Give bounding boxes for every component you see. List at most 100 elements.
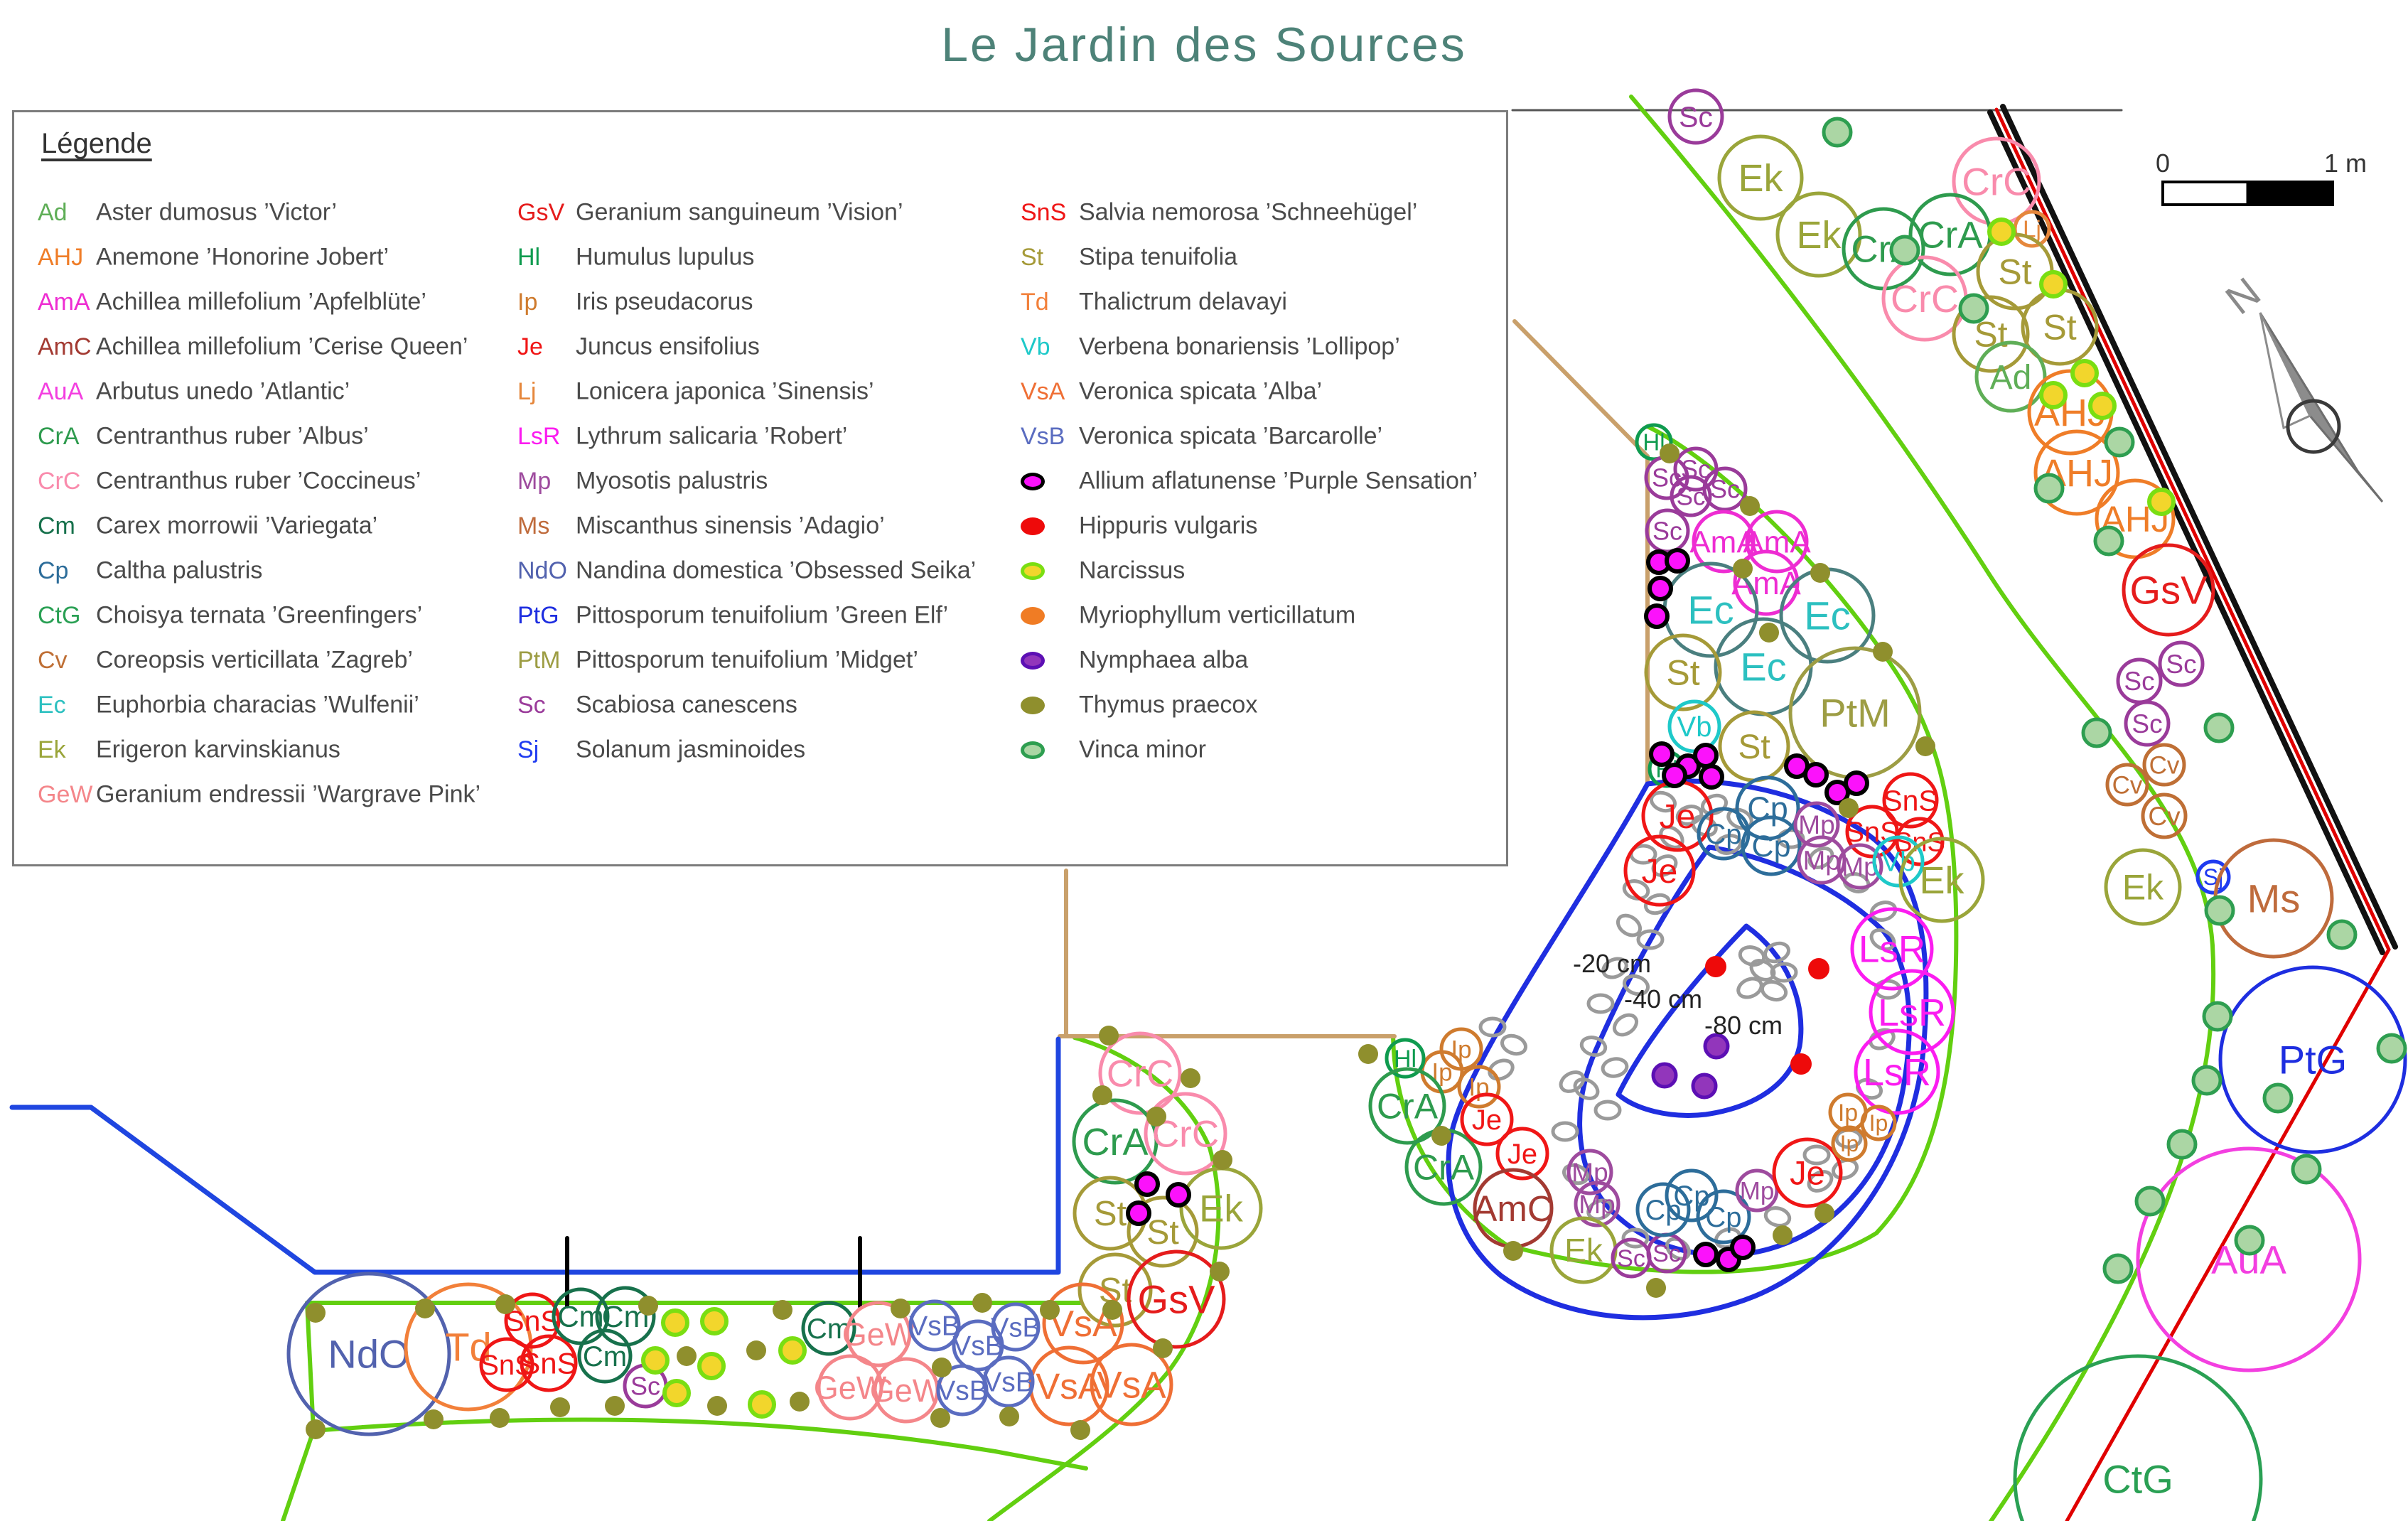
stone xyxy=(1551,1121,1579,1142)
dot-thymus xyxy=(605,1396,625,1416)
plant-circle-Mp xyxy=(1837,843,1883,890)
pond-depth-label: -40 cm xyxy=(1624,984,1702,1014)
dot-narcissus xyxy=(2088,392,2117,420)
plant-label-St: St xyxy=(2043,308,2076,348)
vinca-dot-icon xyxy=(1021,741,1045,759)
dot-allium xyxy=(1126,1200,1151,1226)
legend-code: Ms xyxy=(517,512,550,539)
plant-label-Cp: Cp xyxy=(1673,1181,1709,1212)
stone xyxy=(1691,815,1718,837)
legend-species-name: Vinca minor xyxy=(1079,736,1206,763)
plant-circle-Sc xyxy=(2158,640,2205,687)
legend-species-name: Pittosporum tenuifolium ’Midget’ xyxy=(576,646,918,674)
dot-vinca xyxy=(2166,1129,2198,1160)
plant-circle-Ek xyxy=(1717,134,1804,221)
bed-line-small xyxy=(987,1036,1221,1521)
legend-species-name: Anemone ’Honorine Jobert’ xyxy=(96,243,389,271)
plant-label-VsA: VsA xyxy=(1097,1365,1166,1407)
stone xyxy=(1573,1077,1600,1100)
plant-label-CrC: CrC xyxy=(1891,278,1959,321)
plant-label-Ip: Ip xyxy=(1869,1110,1888,1136)
plant-circle-Cv xyxy=(2141,792,2188,839)
dot-allium xyxy=(1693,1242,1719,1267)
plant-label-Cp: Cp xyxy=(1705,819,1741,850)
dot-vinca xyxy=(2234,1225,2265,1256)
legend-code: NdO xyxy=(517,557,567,584)
dot-thymus xyxy=(1153,1338,1173,1358)
plant-circle-VsB xyxy=(991,1302,1041,1352)
legend-item-vinca: Vinca minor xyxy=(1021,726,1478,771)
plant-label-Ip: Ip xyxy=(1451,1036,1471,1063)
dot-allium xyxy=(1844,770,1869,796)
stone xyxy=(1621,1227,1650,1249)
dot-thymus xyxy=(677,1346,697,1366)
legend-species-name: Juncus ensifolius xyxy=(576,333,760,360)
dot-vinca xyxy=(2326,919,2358,950)
legend-code: Ec xyxy=(38,691,66,719)
dot-thymus xyxy=(1181,1068,1200,1088)
dot-thymus xyxy=(1773,1225,1792,1245)
legend-code: Ek xyxy=(38,736,66,763)
plant-label-SnS: SnS xyxy=(505,1304,560,1337)
dot-thymus xyxy=(1040,1300,1060,1320)
stone xyxy=(1869,1028,1896,1050)
legend-species-name: Arbutus unedo ’Atlantic’ xyxy=(96,377,350,405)
legend-code: Sc xyxy=(517,691,546,719)
plant-label-CrA: CrA xyxy=(1413,1148,1475,1188)
plant-label-Sc: Sc xyxy=(1710,475,1740,504)
plant-circle-LsR xyxy=(1850,907,1934,991)
legend-species-name: Geranium endressii ’Wargrave Pink’ xyxy=(96,780,481,808)
legend-species-name: Centranthus ruber ’Coccineus’ xyxy=(96,467,421,495)
legend-code: Cm xyxy=(38,512,75,539)
plant-circle-Cv xyxy=(2142,743,2186,787)
dot-allium xyxy=(1699,764,1724,790)
dot-thymus xyxy=(1759,623,1779,643)
legend-species-name: Centranthus ruber ’Albus’ xyxy=(96,422,369,450)
scale-bar-black-half xyxy=(2246,181,2334,206)
dot-thymus xyxy=(424,1409,444,1429)
dot-nymphaea xyxy=(1703,1033,1730,1060)
scale-label-left: 0 xyxy=(2156,149,2170,178)
narcissus-dot-icon xyxy=(1021,561,1045,580)
dot-narcissus xyxy=(662,1379,691,1407)
plant-circle-Vb xyxy=(1872,835,1925,888)
plant-circle-CrA xyxy=(1072,1098,1159,1185)
plant-circle-VsA xyxy=(1042,1282,1124,1365)
legend-species-name: Veronica spicata ’Barcarolle’ xyxy=(1079,422,1383,450)
plant-circle-Je xyxy=(1772,1137,1843,1208)
plant-label-GeW: GeW xyxy=(870,1372,943,1409)
dot-thymus xyxy=(1210,1262,1230,1281)
plant-label-CrA: CrA xyxy=(1377,1087,1439,1127)
plant-circle-AHJ xyxy=(2033,429,2120,516)
legend-species-name: Thalictrum delavayi xyxy=(1079,288,1287,316)
legend-code: CtG xyxy=(38,601,81,629)
legend-code: VsB xyxy=(1021,422,1065,450)
plant-circle-Ip xyxy=(1831,1125,1868,1162)
dot-allium xyxy=(1166,1182,1191,1208)
stone xyxy=(1651,854,1678,877)
plant-circle-St xyxy=(1952,295,2030,373)
plant-label-Ek: Ek xyxy=(1199,1188,1243,1230)
plant-circle-LsR xyxy=(1869,969,1955,1055)
legend-species-name: Caltha palustris xyxy=(96,557,263,584)
stone xyxy=(1714,834,1743,855)
stone xyxy=(1636,929,1665,950)
legend-species-name: Iris pseudacorus xyxy=(576,288,753,316)
dot-nymphaea xyxy=(1691,1073,1718,1100)
dot-thymus xyxy=(1740,496,1760,516)
legend-code: PtG xyxy=(517,601,559,629)
strip-bottom xyxy=(311,1417,1088,1471)
dot-vinca xyxy=(2102,1253,2134,1284)
stone xyxy=(1736,977,1763,999)
north-circle xyxy=(2286,399,2341,454)
plant-label-Sc: Sc xyxy=(2124,667,2154,696)
stone xyxy=(1593,1100,1622,1121)
stone xyxy=(1601,957,1628,979)
